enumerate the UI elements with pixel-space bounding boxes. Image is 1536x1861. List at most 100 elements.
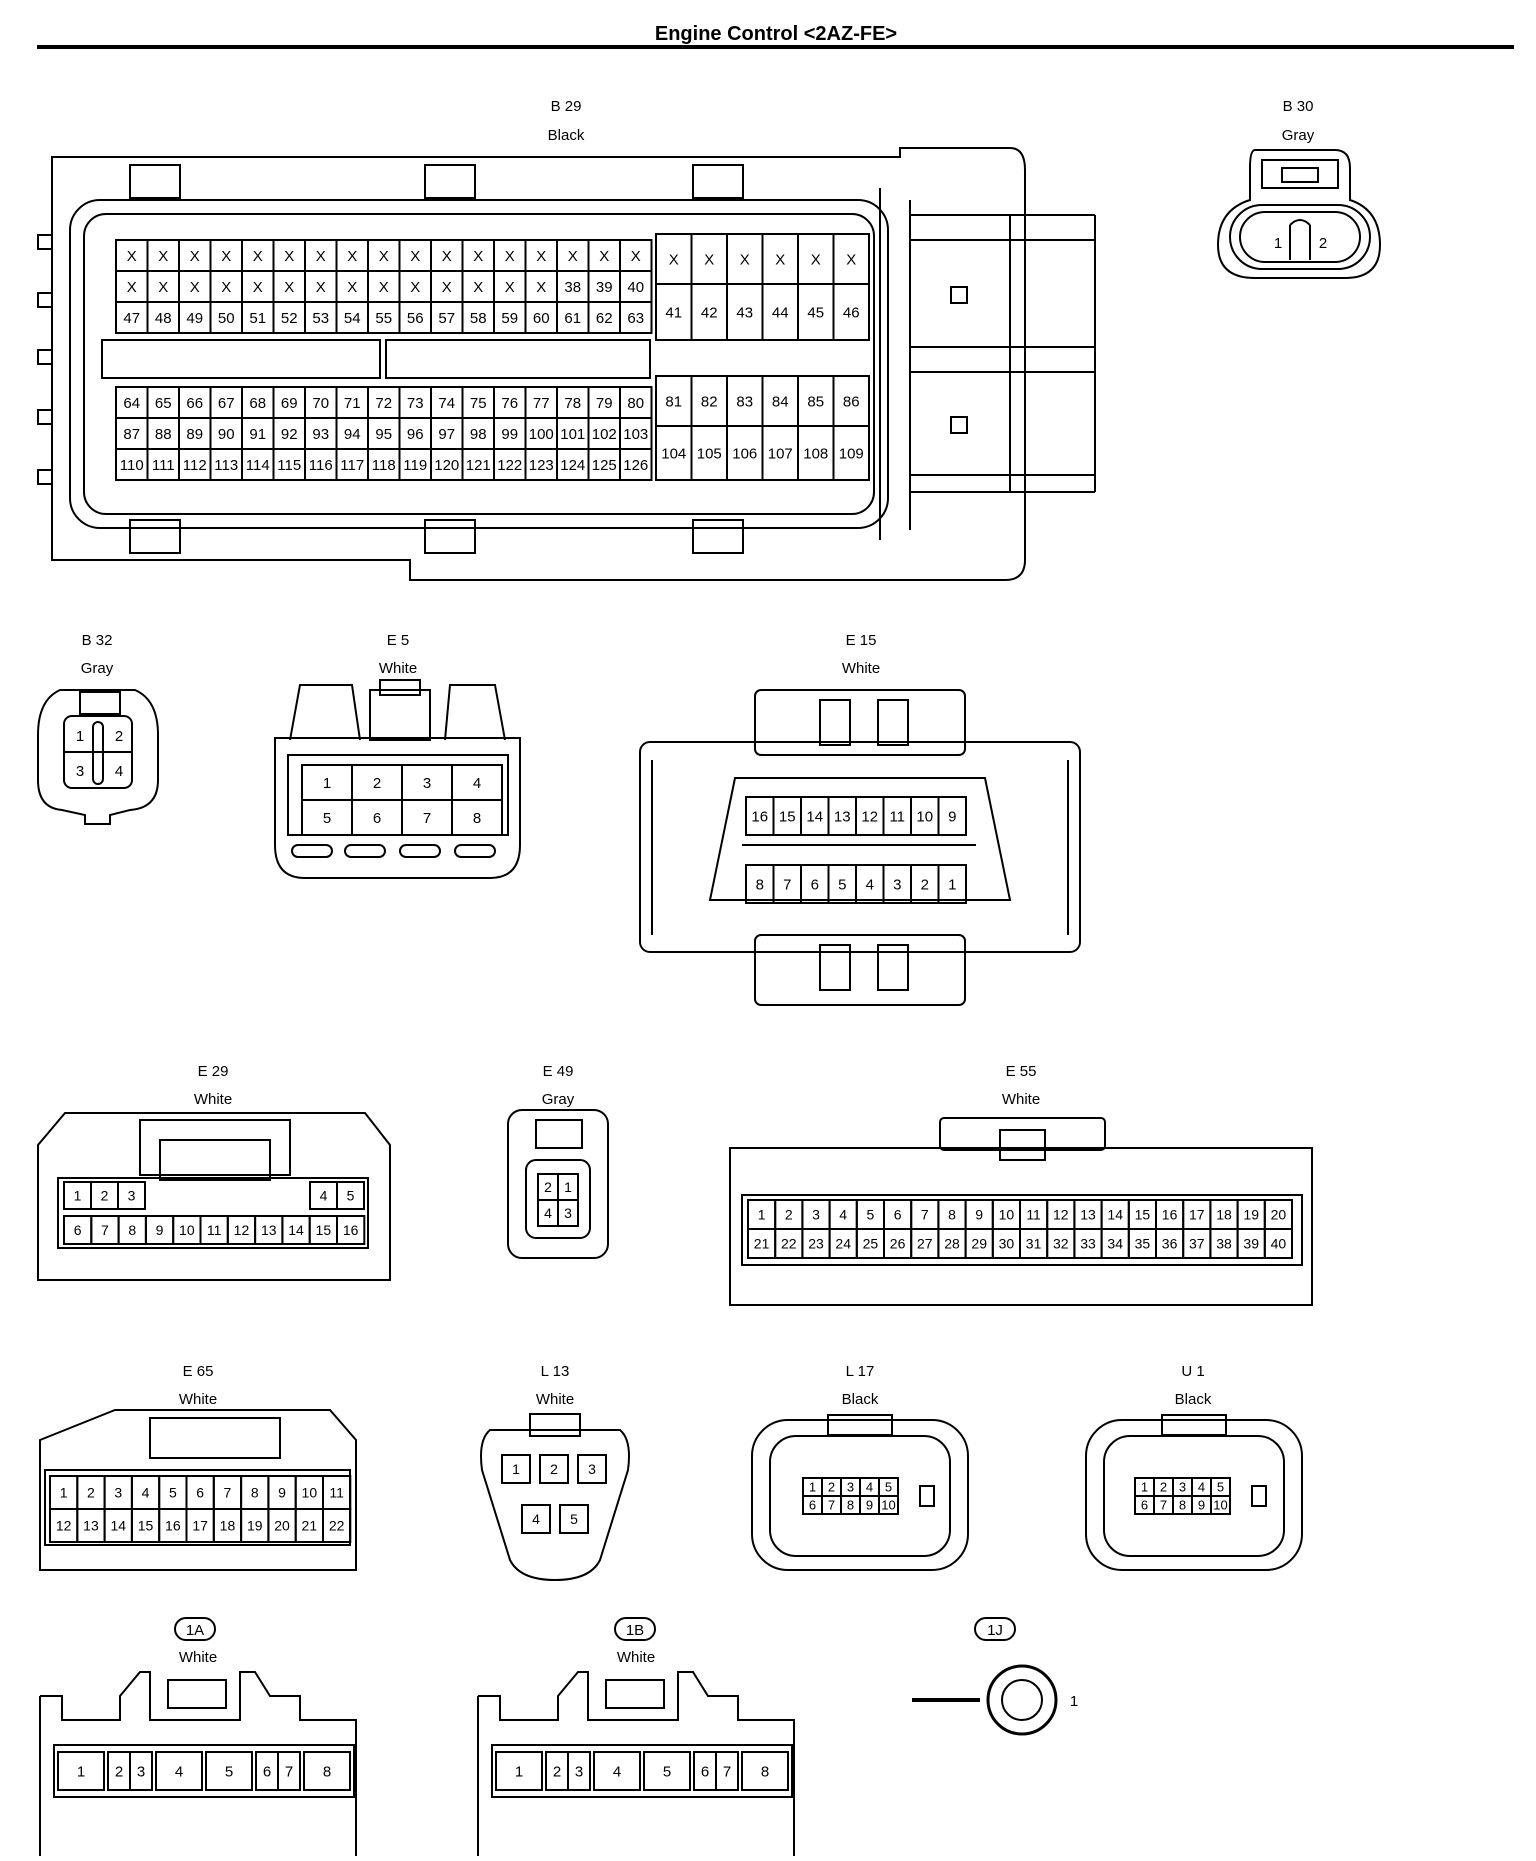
e15-housing	[639, 741, 1081, 953]
e55-pin-label: 38	[1216, 1236, 1232, 1252]
b29-pin-label: X	[505, 279, 515, 296]
1a-pin-label: 2	[115, 1763, 123, 1780]
b29-pin-label: 89	[186, 426, 203, 443]
b29-pin-label: X	[253, 248, 263, 265]
b30-face	[1229, 204, 1371, 270]
1j-id-label: 1J	[987, 1622, 1003, 1639]
b29-pin-label: 54	[344, 310, 361, 327]
1a-pin-cell	[277, 1751, 301, 1791]
e15-pin-label: 13	[834, 808, 851, 825]
b29-latch	[129, 164, 181, 199]
e49-pin-cell	[557, 1199, 579, 1227]
e29-pin-cell	[336, 1215, 366, 1245]
e65-pin-label: 5	[169, 1485, 177, 1501]
e5-id-label: E 5	[387, 632, 410, 649]
e15-pin-label: 3	[893, 876, 901, 893]
b29-pin-label: 94	[344, 426, 361, 443]
b29-pin-label: X	[190, 248, 200, 265]
1a-housing	[40, 1671, 357, 1856]
e29-pin-label: 3	[128, 1188, 136, 1204]
b29-tab	[37, 409, 53, 425]
1j-pin: 1	[1070, 1693, 1078, 1710]
l17-pin-label: 9	[866, 1498, 873, 1513]
b29-pin-label: X	[704, 251, 714, 268]
e65-pin-label: 13	[83, 1518, 99, 1534]
e55-pin-label: 10	[999, 1207, 1015, 1223]
1b-pin-cell	[741, 1751, 789, 1791]
e65-housing	[39, 1409, 357, 1571]
b29-pin-label: 81	[665, 393, 682, 410]
e55-pin-label: 35	[1135, 1236, 1151, 1252]
b29-pin-cell	[832, 283, 870, 341]
1b-pin-label: 6	[701, 1763, 709, 1780]
e29-pin-label: 11	[207, 1222, 222, 1238]
1a-pin-label: 4	[175, 1763, 183, 1780]
e65-pin-label: 2	[87, 1485, 95, 1501]
b29-pin-label: 44	[772, 304, 789, 321]
e29-pin-cell	[117, 1181, 146, 1210]
e15-pin-label: 9	[948, 808, 956, 825]
b29-pin-label: 121	[466, 457, 491, 474]
e55-pin-label: 20	[1271, 1207, 1287, 1223]
e5-pin-label: 5	[323, 810, 331, 827]
b29-latch	[129, 519, 181, 554]
b29-pin-label: 122	[497, 457, 522, 474]
e15-pin-label: 6	[811, 876, 819, 893]
b30-color-label: Gray	[1282, 127, 1315, 144]
b29-pin-label: 47	[123, 310, 140, 327]
b29-latch	[692, 164, 744, 199]
l13-latch	[529, 1413, 581, 1437]
e15-face	[708, 777, 1012, 901]
u1-pin-label: 6	[1141, 1498, 1148, 1513]
b29-pin-label: 95	[375, 426, 392, 443]
e65-pin-label: 6	[196, 1485, 204, 1501]
e55-pin-label: 17	[1189, 1207, 1205, 1223]
b29-id-label: B 29	[551, 98, 582, 115]
e55-pin-label: 27	[917, 1236, 933, 1252]
b29-pin-label: 110	[120, 457, 144, 474]
e29-pin-label: 16	[343, 1222, 359, 1238]
1a-pin-cell	[303, 1751, 351, 1791]
e55-pin-label: 21	[754, 1236, 770, 1252]
b29-pin-label: X	[599, 248, 609, 265]
b29-pin-label: 78	[564, 395, 581, 412]
e55-pin-label: 24	[835, 1236, 851, 1252]
b29-pin-label: X	[410, 248, 420, 265]
e5-slot	[344, 844, 386, 858]
b29-pin-cell	[832, 425, 870, 481]
b30-latch	[1261, 159, 1339, 189]
e55-pin-label: 9	[975, 1207, 983, 1223]
b29-pin-label: 64	[123, 395, 140, 412]
1a-pin-cell	[129, 1751, 153, 1791]
b29-pin-label: 68	[249, 395, 266, 412]
b29-pin-cell	[619, 301, 653, 334]
e49-housing	[507, 1109, 609, 1259]
e49-face	[525, 1159, 591, 1239]
b29-pin-label: 116	[309, 457, 333, 474]
b29-pin-label: 69	[281, 395, 298, 412]
1a-pin-label: 1	[77, 1763, 85, 1780]
b32-id-label: B 32	[82, 632, 113, 649]
b29-pin-label: X	[316, 279, 326, 296]
e15-pin-label: 1	[948, 876, 956, 893]
b29-pin-cell	[619, 448, 653, 481]
b29-pin-label: 72	[375, 395, 392, 412]
e29-pin-label: 2	[101, 1188, 109, 1204]
connector-b30: B 30 Gray 1 2	[1216, 98, 1382, 279]
u1-id-label: U 1	[1181, 1363, 1204, 1380]
l17-color-label: Black	[842, 1391, 879, 1408]
e5-pin-label: 6	[373, 810, 381, 827]
b32-latch	[79, 691, 121, 715]
b29-pin-label: 63	[627, 310, 644, 327]
e15-clip	[819, 944, 851, 991]
b32-pin: 1	[76, 728, 84, 745]
e29-pin-label: 14	[288, 1222, 304, 1238]
b30-housing	[1216, 149, 1382, 279]
b29-pin-label: 100	[529, 426, 554, 443]
e29-housing	[37, 1112, 391, 1281]
